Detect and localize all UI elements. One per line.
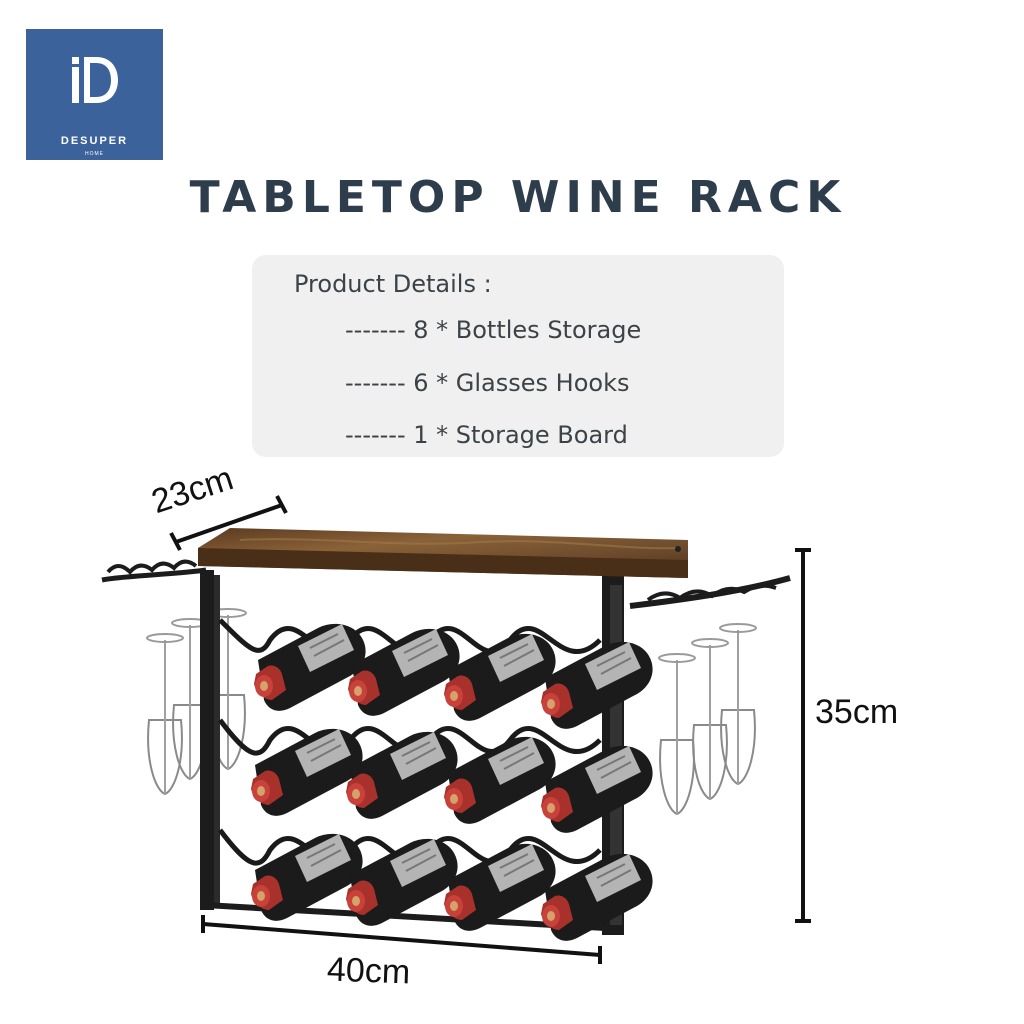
brand-logo: DESUPER HOME xyxy=(26,29,163,160)
left-glass-hooks xyxy=(101,559,247,795)
width-label: 40cm xyxy=(326,950,411,992)
right-glass-hooks xyxy=(629,575,791,815)
details-item: ------- 6 * Glasses Hooks xyxy=(345,369,630,397)
width-dimension-line xyxy=(201,915,602,964)
height-dimension-line xyxy=(795,548,811,923)
details-item: ------- 8 * Bottles Storage xyxy=(345,316,642,344)
height-label: 35cm xyxy=(815,693,899,731)
details-item: ------- 1 * Storage Board xyxy=(345,421,628,449)
storage-board xyxy=(198,528,688,578)
brand-name: DESUPER xyxy=(60,135,129,147)
brand-subtitle: HOME xyxy=(85,151,104,157)
page-title: TABLETOP WINE RACK xyxy=(189,172,847,223)
logo-mark-icon xyxy=(72,57,118,103)
depth-dimension-line xyxy=(169,495,288,551)
product-details-panel: Product Details : ------- 8 * Bottles St… xyxy=(252,255,784,457)
wine-bottles xyxy=(250,622,654,942)
details-heading: Product Details : xyxy=(294,270,492,298)
